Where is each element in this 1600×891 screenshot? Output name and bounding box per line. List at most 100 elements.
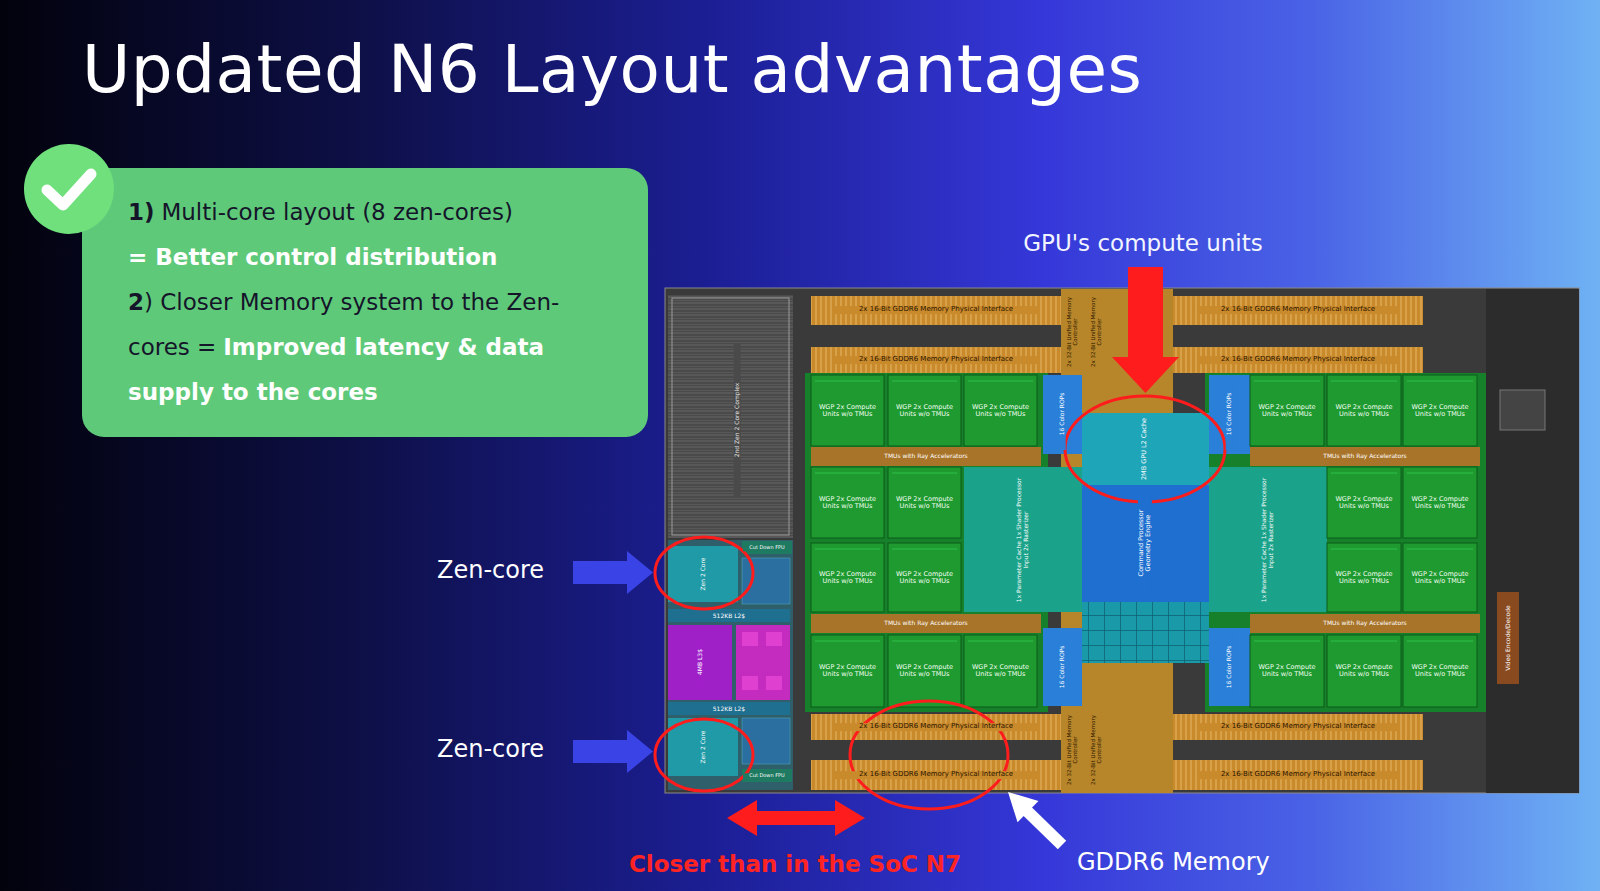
wgp-block	[888, 543, 961, 612]
die-shape	[742, 558, 790, 604]
die-label: WGP 2x Compute Units w/o TMUs	[1407, 664, 1473, 678]
die-shape	[811, 614, 1041, 633]
die-shape	[1043, 628, 1082, 706]
die-label: Command Processor Geometry Engine	[1138, 492, 1152, 594]
die-label: 16 Color ROPs	[1059, 378, 1066, 450]
wgp-stroke	[968, 641, 1033, 642]
wgp-stroke	[892, 549, 957, 550]
wgp-block	[888, 467, 961, 538]
die-label: WGP 2x Compute Units w/o TMUs	[892, 403, 957, 417]
die-label: 2x 16-Bit GDDR6 Memory Physical Interfac…	[1197, 306, 1399, 314]
die-shape	[766, 632, 782, 646]
die-label: WGP 2x Compute Units w/o TMUs	[1407, 495, 1473, 509]
die-shape	[1486, 289, 1579, 793]
die-shape	[668, 609, 790, 622]
die-shape	[811, 760, 1061, 790]
die-shape	[1082, 602, 1209, 663]
die-label: TMUs with Ray Accelerators	[1274, 620, 1456, 627]
callouts	[573, 267, 1225, 845]
die-label: TMUs with Ray Accelerators	[835, 453, 1017, 460]
wgp-block	[1403, 635, 1477, 707]
wgp-stroke	[1254, 381, 1320, 382]
wgp-block	[964, 375, 1037, 446]
die-shape	[1082, 485, 1209, 602]
die-label: 1x Parameter Cache 1x Shader Processor I…	[1261, 472, 1274, 609]
die-label: WGP 2x Compute Units w/o TMUs	[815, 495, 880, 509]
die-shape	[811, 347, 1061, 373]
die-shape	[668, 295, 793, 538]
die-shape	[736, 625, 790, 700]
die-shape	[573, 551, 653, 594]
wgp-block	[1327, 467, 1401, 538]
wgp-stroke	[1254, 641, 1320, 642]
wgp-stroke	[815, 549, 880, 550]
die-shape	[1173, 296, 1423, 325]
die-label: 16 Color ROPs	[1059, 631, 1066, 703]
die-shape	[850, 701, 1008, 809]
die-shape	[811, 760, 1061, 790]
callout-label: Zen-core	[437, 736, 544, 764]
die-shape	[1205, 373, 1486, 712]
die-label: WGP 2x Compute Units w/o TMUs	[1407, 403, 1473, 417]
die-label: Cut Down FPU	[743, 545, 791, 551]
die-shape	[811, 296, 1061, 325]
die-shape	[964, 467, 1082, 612]
die-label: Zen 2 Core	[700, 724, 707, 770]
wgp-stroke	[892, 381, 957, 382]
wgp-block	[1250, 635, 1324, 707]
die-shape	[668, 540, 793, 790]
die-shape	[668, 702, 790, 715]
slide-title: Updated N6 Layout advantages	[82, 30, 1142, 109]
die-label: WGP 2x Compute Units w/o TMUs	[815, 570, 880, 584]
box-line: Multi-core layout (8 zen-cores)	[161, 199, 513, 225]
box-line: 2	[128, 289, 144, 315]
callout-label: GDDR6 Memory	[1077, 849, 1270, 877]
box-text: 1)Multi-core layout (8 zen-cores)= Bette…	[128, 168, 618, 415]
wgp-block	[811, 467, 884, 538]
die-shape	[668, 546, 738, 602]
die-shape	[668, 625, 732, 700]
die-shape	[1209, 628, 1250, 706]
wgp-stroke	[1407, 549, 1473, 550]
die-label: 512KB L2$	[700, 613, 758, 620]
wgp-stroke	[1331, 641, 1397, 642]
die-shape	[1500, 390, 1545, 430]
die-label: 2nd Zen 2 Core Complex	[734, 344, 741, 496]
badge-circle	[24, 144, 114, 234]
die-label: 2x 16-Bit GDDR6 Memory Physical Interfac…	[1197, 356, 1399, 364]
wgp-stroke	[1407, 641, 1473, 642]
die-shape	[811, 714, 1061, 740]
die-label: 2x 16-Bit GDDR6 Memory Physical Interfac…	[835, 356, 1037, 364]
check-mark	[47, 174, 91, 205]
die-label: 2x 32-Bit Unified Memory Controller	[1066, 292, 1078, 372]
die-shape	[1065, 396, 1225, 502]
die-shape	[811, 714, 1061, 740]
die-label: 2x 16-Bit GDDR6 Memory Physical Interfac…	[835, 771, 1037, 779]
wgp-block	[888, 635, 961, 707]
die-shape	[1082, 413, 1209, 485]
wgp-stroke	[968, 381, 1033, 382]
die-label: WGP 2x Compute Units w/o TMUs	[815, 664, 880, 678]
wgp-block	[1327, 375, 1401, 446]
wgp-stroke	[815, 473, 880, 474]
wgp-block	[964, 635, 1037, 707]
die-label: 2x 16-Bit GDDR6 Memory Physical Interfac…	[835, 306, 1037, 314]
die-shape	[668, 295, 793, 538]
die-shape	[1173, 760, 1423, 790]
box-line: 1)	[128, 199, 155, 225]
wgp-block	[1403, 375, 1477, 446]
die-shape	[811, 296, 1061, 325]
wgp-stroke	[1331, 473, 1397, 474]
die-label: WGP 2x Compute Units w/o TMUs	[1407, 570, 1473, 584]
die-label: WGP 2x Compute Units w/o TMUs	[892, 664, 957, 678]
die-shape	[742, 632, 758, 646]
die-shape	[1082, 602, 1209, 663]
die-shape	[655, 537, 753, 609]
die-shape	[1173, 760, 1423, 790]
die-label: Zen 2 Core	[700, 551, 707, 597]
die-shape	[811, 447, 1041, 466]
die-shape	[1173, 347, 1423, 373]
die-shape	[1209, 375, 1250, 454]
